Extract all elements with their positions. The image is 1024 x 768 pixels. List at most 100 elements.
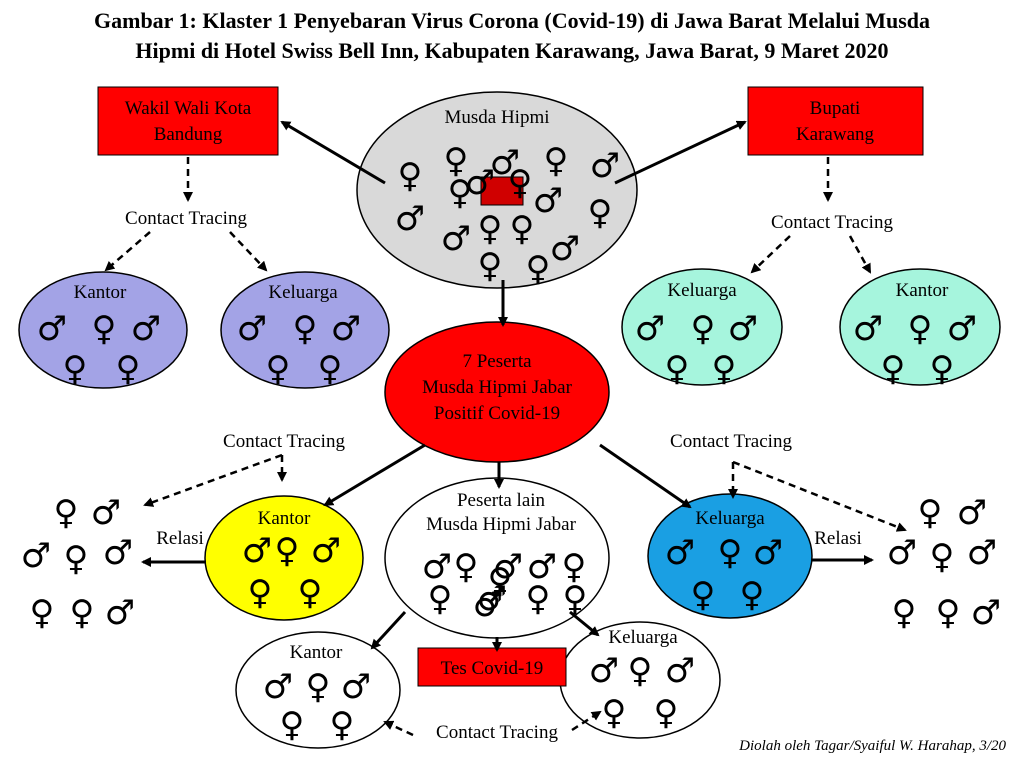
female-symbol-icon: ♀ bbox=[70, 593, 95, 633]
male-symbol-icon: ♂ bbox=[341, 667, 371, 707]
female-symbol-icon: ♀ bbox=[398, 156, 423, 196]
female-symbol-icon: ♀ bbox=[266, 349, 291, 389]
musda-symbols: ♀♀♂♀♂♀♂♂♀♂♀♀♂♀♀♂♀ bbox=[395, 141, 620, 289]
male-symbol-icon: ♂ bbox=[967, 533, 997, 573]
female-symbol-icon: ♀ bbox=[92, 309, 117, 349]
male-symbol-icon: ♂ bbox=[237, 309, 267, 349]
arrow-peserta-to-kantor-bawah bbox=[370, 610, 407, 650]
male-symbol-icon: ♂ bbox=[422, 547, 452, 587]
arrow-positif-to-keluarga bbox=[599, 443, 692, 509]
male-symbol-icon: ♂ bbox=[665, 533, 695, 573]
dash-ct-left-to-cluster bbox=[143, 453, 283, 507]
female-symbol-icon: ♀ bbox=[478, 246, 503, 286]
male-symbol-icon: ♂ bbox=[589, 651, 619, 691]
male-symbol-icon: ♂ bbox=[103, 533, 133, 573]
female-symbol-icon: ♀ bbox=[478, 209, 503, 249]
peserta-lain-symbols: ♂♀♂♂♀♀♂♀♀♂♀ bbox=[422, 547, 588, 625]
figure-credit: Diolah oleh Tagar/Syaiful W. Harahap, 3/… bbox=[739, 738, 1006, 754]
wakil-wali-kota-line1: Wakil Wali Kota bbox=[125, 98, 252, 119]
female-symbol-icon: ♀ bbox=[930, 349, 955, 389]
female-symbol-icon: ♀ bbox=[488, 561, 513, 601]
dash-ct-bottom-left bbox=[383, 720, 414, 737]
male-symbol-icon: ♂ bbox=[493, 547, 523, 587]
female-symbol-icon: ♀ bbox=[116, 349, 141, 389]
tes-covid-box bbox=[417, 647, 567, 687]
positif-line1: 7 Peserta bbox=[462, 351, 532, 372]
kantor-bandung-symbols: ♂♀♂♀♀ bbox=[37, 309, 161, 389]
arrow-musda-to-bupati bbox=[614, 120, 747, 185]
female-symbol-icon: ♀ bbox=[318, 349, 343, 389]
kantor-karawang-label: Kantor bbox=[896, 280, 949, 301]
male-symbol-icon: ♂ bbox=[533, 181, 563, 221]
female-symbol-icon: ♀ bbox=[444, 141, 469, 181]
kantor-positif-ellipse bbox=[204, 495, 364, 621]
kantor-bawah-label: Kantor bbox=[290, 642, 343, 663]
female-symbol-icon: ♀ bbox=[712, 349, 737, 389]
female-symbol-icon: ♀ bbox=[526, 249, 551, 289]
musda-hipmi-label: Musda Hipmi bbox=[444, 107, 549, 128]
arrow-peserta-to-keluarga-bawah bbox=[569, 610, 600, 637]
bupati-karawang-line2: Karawang bbox=[796, 124, 875, 145]
keluarga-positif-label: Keluarga bbox=[695, 508, 765, 529]
kantor-karawang-ellipse bbox=[839, 268, 1001, 386]
female-symbol-icon: ♀ bbox=[544, 141, 569, 181]
keluarga-positif-symbols: ♂♀♂♀♀ bbox=[665, 533, 783, 615]
female-symbol-icon: ♀ bbox=[654, 693, 679, 733]
female-symbol-icon: ♀ bbox=[930, 537, 955, 577]
dash-krw-to-kantor bbox=[848, 235, 872, 274]
keluarga-karawang-symbols: ♂♀♂♀♀ bbox=[635, 309, 758, 389]
kantor-bawah-symbols: ♂♀♂♀♀ bbox=[263, 667, 371, 745]
male-symbol-icon: ♂ bbox=[441, 219, 471, 259]
male-symbol-icon: ♂ bbox=[887, 533, 917, 573]
male-symbol-icon: ♂ bbox=[753, 533, 783, 573]
female-symbol-icon: ♀ bbox=[602, 693, 627, 733]
wakil-wali-kota-line2: Bandung bbox=[154, 124, 223, 145]
keluarga-karawang-label: Keluarga bbox=[667, 280, 737, 301]
kantor-karawang-symbols: ♂♀♂♀♀ bbox=[853, 309, 977, 389]
figure-title: Gambar 1: Klaster 1 Penyebaran Virus Cor… bbox=[0, 6, 1024, 66]
female-symbol-icon: ♀ bbox=[454, 547, 479, 587]
female-symbol-icon: ♀ bbox=[665, 349, 690, 389]
male-symbol-icon: ♂ bbox=[477, 579, 507, 619]
female-symbol-icon: ♀ bbox=[588, 193, 613, 233]
relasi-left-cluster-symbols: ♀♂♂♀♂♀♀♂ bbox=[21, 493, 135, 633]
dash-ct-right-to-cluster bbox=[732, 460, 907, 532]
dash-bdg-to-kantor bbox=[104, 231, 151, 272]
female-symbol-icon: ♀ bbox=[298, 573, 323, 613]
female-symbol-icon: ♀ bbox=[448, 173, 473, 213]
contact-tracing-bottom: Contact Tracing bbox=[436, 722, 558, 743]
female-symbol-icon: ♀ bbox=[275, 531, 300, 571]
keluarga-bawah-label: Keluarga bbox=[608, 627, 678, 648]
male-symbol-icon: ♂ bbox=[527, 547, 557, 587]
female-symbol-icon: ♀ bbox=[30, 593, 55, 633]
male-symbol-icon: ♂ bbox=[242, 531, 272, 571]
female-symbol-icon: ♀ bbox=[892, 593, 917, 633]
male-symbol-icon: ♂ bbox=[105, 593, 135, 633]
male-symbol-icon: ♂ bbox=[263, 667, 293, 707]
female-symbol-icon: ♀ bbox=[908, 309, 933, 349]
female-symbol-icon: ♀ bbox=[563, 579, 588, 619]
male-symbol-icon: ♂ bbox=[728, 309, 758, 349]
male-symbol-icon: ♂ bbox=[665, 651, 695, 691]
female-symbol-icon: ♀ bbox=[330, 705, 355, 745]
peserta-lain-line1: Peserta lain bbox=[457, 490, 546, 511]
contact-tracing-right: Contact Tracing bbox=[670, 431, 792, 452]
male-symbol-icon: ♂ bbox=[590, 146, 620, 186]
wakil-wali-kota-box bbox=[97, 86, 279, 156]
bupati-karawang-line1: Bupati bbox=[810, 98, 861, 119]
keluarga-bandung-label: Keluarga bbox=[268, 282, 338, 303]
kantor-bawah-ellipse bbox=[235, 631, 401, 749]
arrow-positif-to-kantor bbox=[323, 443, 426, 507]
dash-bdg-to-keluarga bbox=[229, 231, 268, 272]
female-symbol-icon: ♀ bbox=[628, 651, 653, 691]
female-symbol-icon: ♀ bbox=[306, 667, 331, 707]
male-symbol-icon: ♂ bbox=[21, 536, 51, 576]
male-symbol-icon: ♂ bbox=[490, 143, 520, 183]
male-symbol-icon: ♂ bbox=[395, 199, 425, 239]
female-symbol-icon: ♀ bbox=[508, 163, 533, 203]
contact-tracing-bandung: Contact Tracing bbox=[125, 208, 247, 229]
male-symbol-icon: ♂ bbox=[331, 309, 361, 349]
arrow-musda-to-wakil bbox=[280, 120, 386, 185]
positif-covid-ellipse bbox=[384, 321, 610, 463]
